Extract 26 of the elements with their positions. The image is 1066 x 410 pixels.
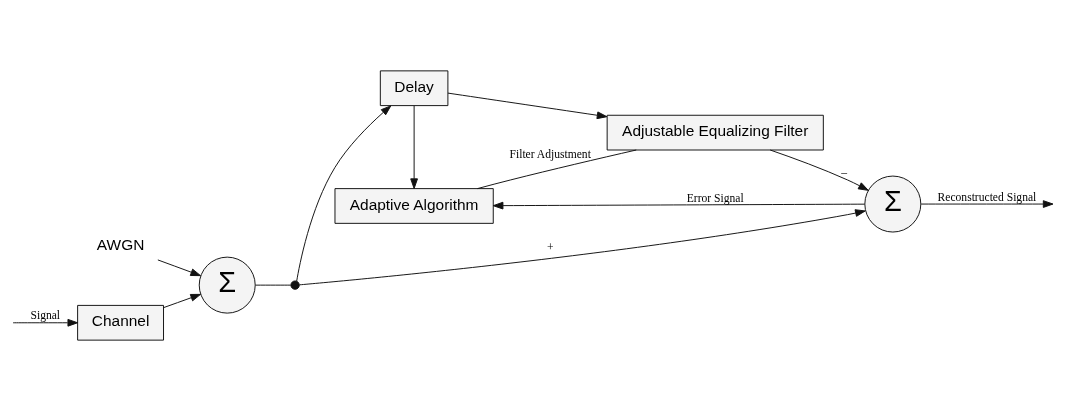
arrow — [296, 104, 392, 282]
node-circle — [290, 279, 300, 290]
edge-label: Error Signal — [686, 191, 744, 205]
arrow — [410, 104, 418, 189]
node-circle: Σ — [864, 175, 922, 233]
arrow — [920, 199, 1054, 208]
arrow — [447, 92, 608, 119]
arrow — [299, 208, 866, 285]
arrow — [12, 318, 79, 327]
arrow — [157, 258, 202, 276]
edge-label: Reconstructed Signal — [937, 190, 1037, 204]
connector — [476, 149, 637, 189]
node-circle: Σ — [198, 256, 256, 314]
node-box: Adjustable Equalizing Filter — [606, 114, 824, 150]
edge-label: Filter Adjustment — [509, 147, 591, 161]
arrow — [163, 293, 201, 308]
edge-label: + — [546, 240, 554, 254]
edge-label: – — [841, 165, 847, 179]
edge-label: Signal — [30, 308, 61, 322]
node-box: Adaptive Algorithm — [334, 187, 494, 224]
node-box: Delay — [379, 69, 449, 106]
connector — [254, 284, 292, 286]
node-text: AWGN — [96, 235, 145, 253]
node-box: Channel — [77, 304, 164, 341]
arrow — [492, 201, 866, 209]
arrow — [769, 149, 869, 191]
